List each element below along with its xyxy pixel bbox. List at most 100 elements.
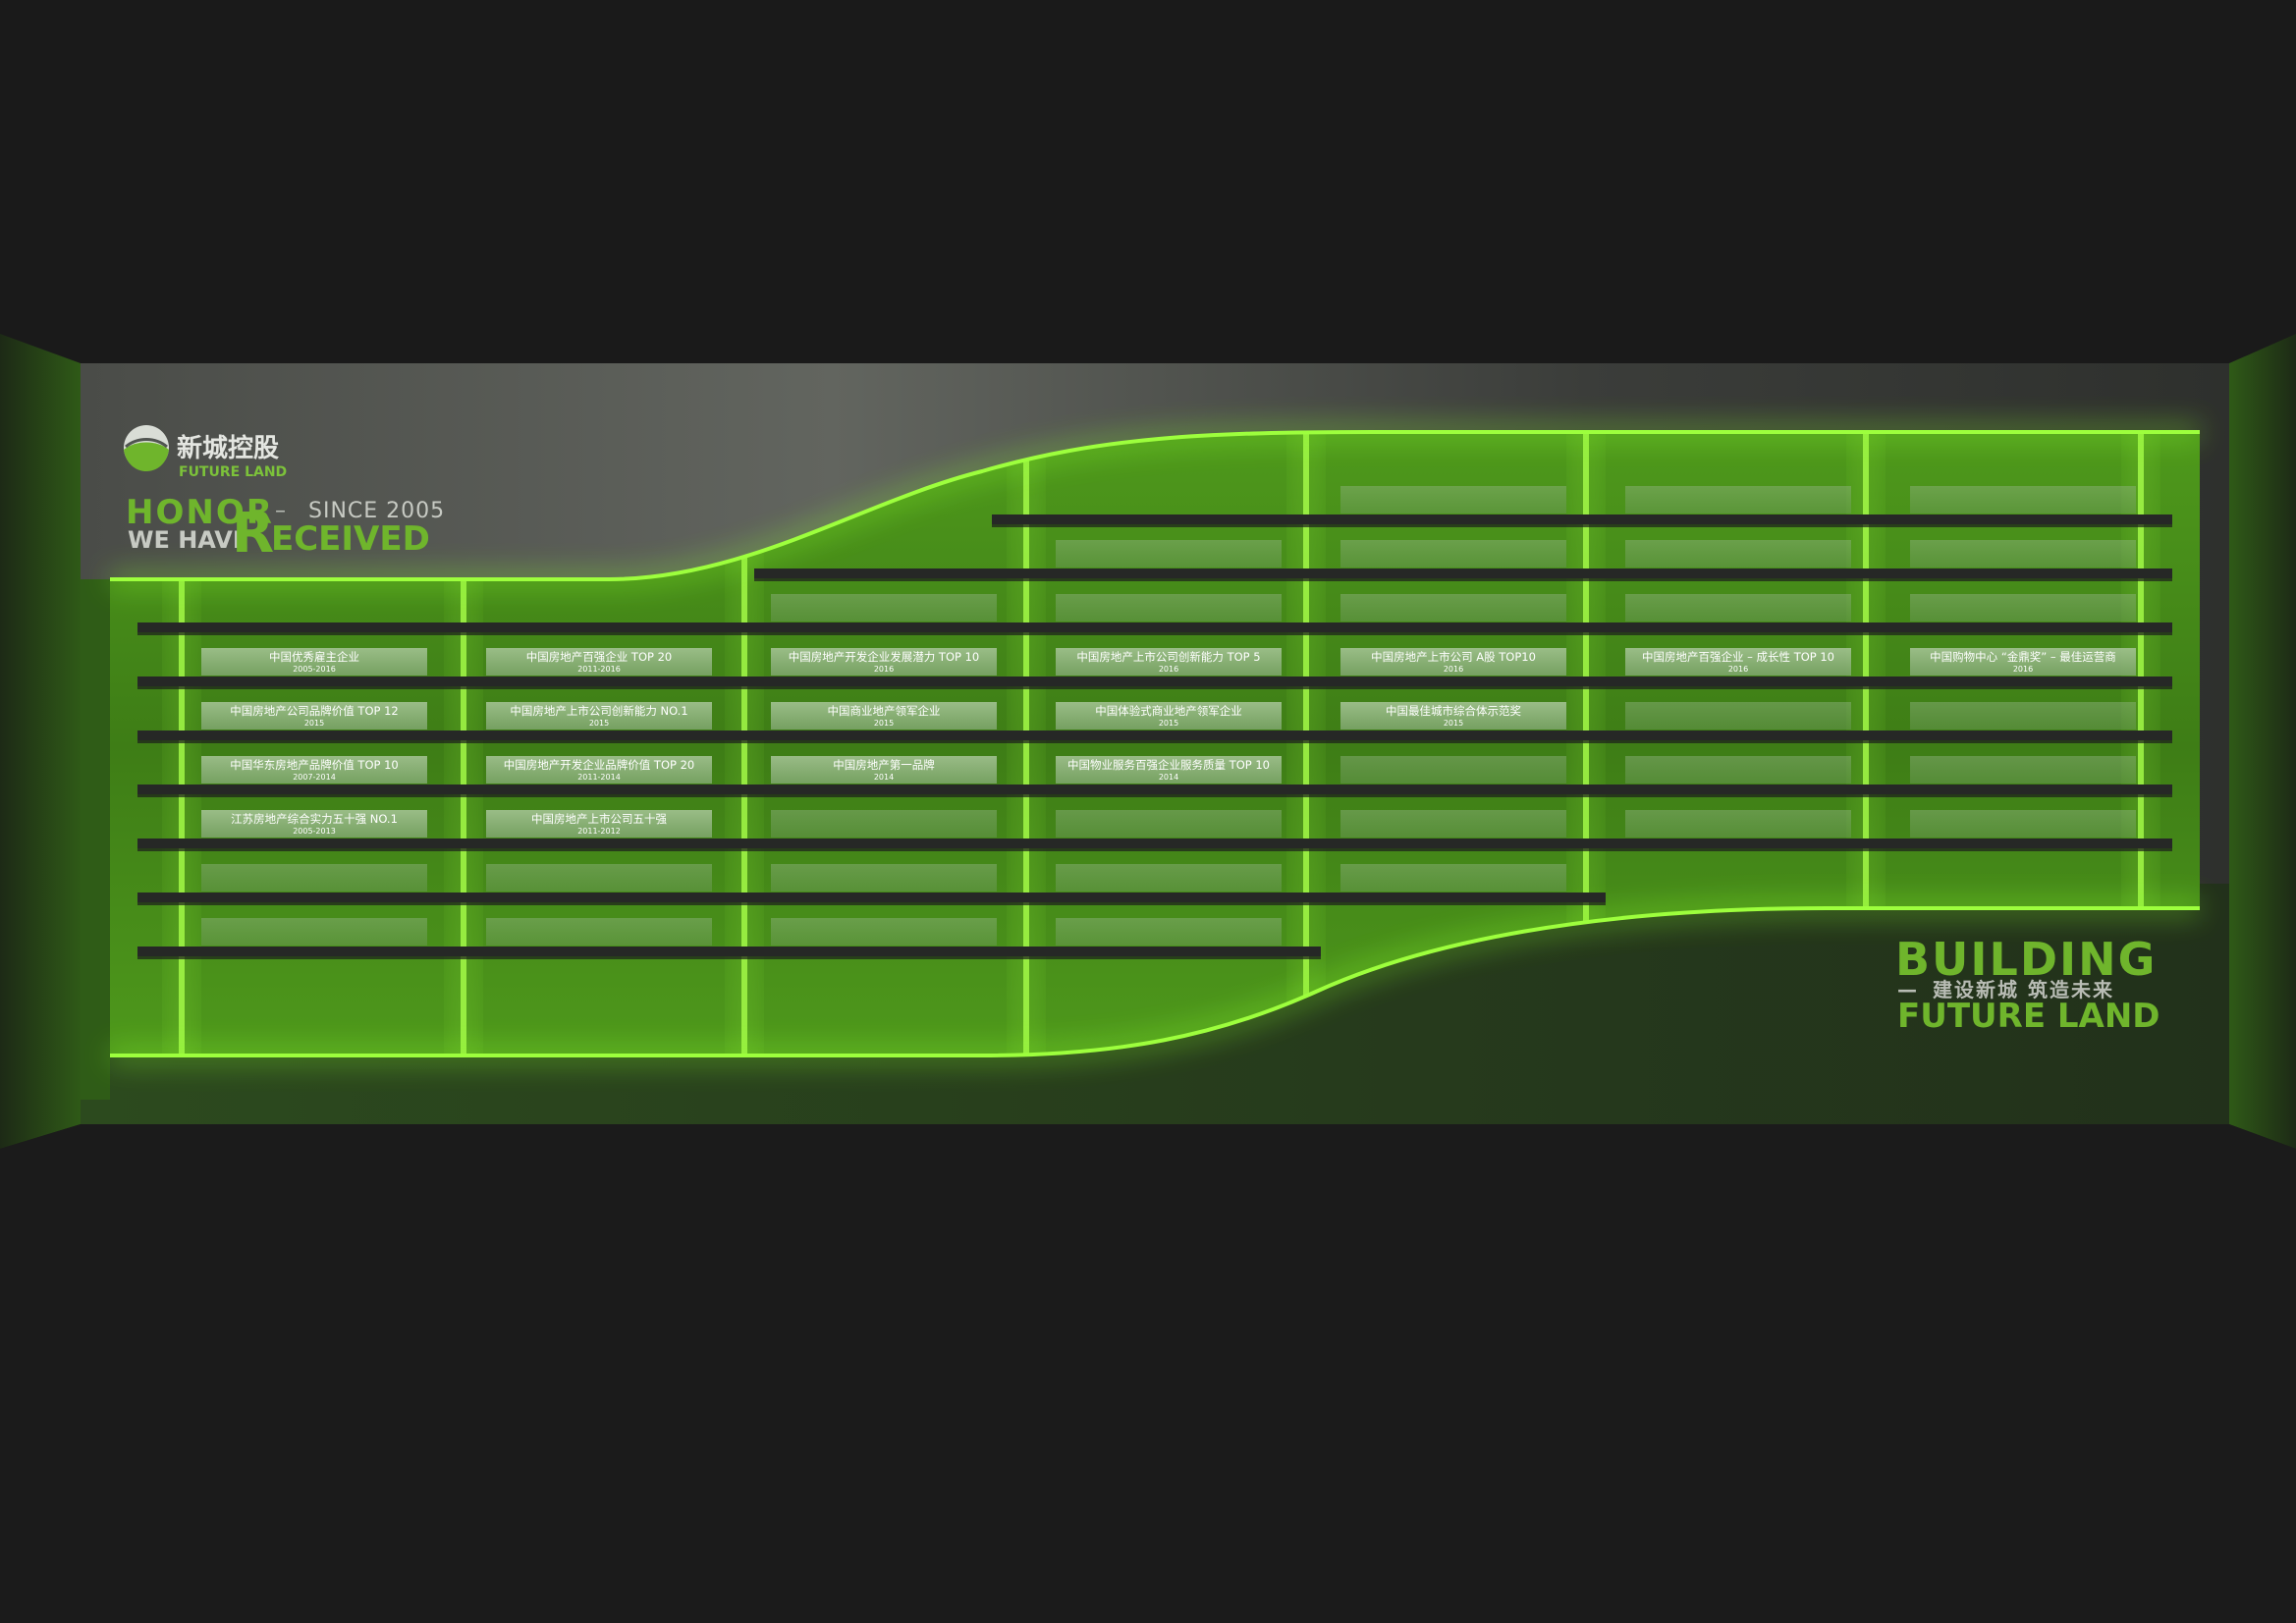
empty-plaque (1625, 756, 1851, 784)
light-pillar (461, 432, 466, 1055)
shelf-shadow (137, 956, 1321, 959)
empty-plaque (1340, 594, 1566, 622)
empty-plaque (1625, 486, 1851, 514)
shelf-shadow (137, 848, 2172, 851)
award-year: 2011-2016 (577, 665, 621, 674)
slogan-dash: — (1897, 978, 1917, 1001)
logo-wave-icon (124, 442, 169, 471)
received-initial: R (232, 502, 274, 566)
shelf-ledge (137, 947, 1321, 956)
logo-en-text: FUTURE LAND (179, 464, 287, 480)
shelf-shadow (992, 524, 2172, 527)
award-plaque (201, 756, 427, 784)
shelf-ledge (137, 893, 1606, 902)
award-year: 2016 (874, 665, 894, 674)
empty-plaque (1625, 540, 1851, 568)
award-title: 中国房地产百强企业 – 成长性 TOP 10 (1642, 650, 1834, 664)
shelf-shadow (137, 740, 2172, 743)
empty-plaque (1910, 810, 2136, 838)
award-year: 2005-2013 (293, 827, 336, 836)
empty-plaque (1340, 540, 1566, 568)
shelf-ledge (992, 514, 2172, 524)
empty-plaque (1056, 918, 1282, 946)
empty-plaque (771, 594, 997, 622)
empty-plaque (1340, 486, 1566, 514)
award-title: 中国购物中心 “金鼎奖” – 最佳运营商 (1930, 650, 2116, 664)
slogan-cn: 建设新城 筑造未来 (1933, 978, 2114, 1001)
award-plaque (771, 702, 997, 730)
award-year: 2015 (1444, 719, 1463, 728)
award-title: 中国房地产第一品牌 (833, 758, 935, 772)
award-plaque (201, 648, 427, 676)
shelves (137, 514, 2172, 959)
award-year: 2014 (874, 773, 894, 782)
empty-plaque (1910, 702, 2136, 730)
light-pillar (1583, 432, 1589, 1055)
empty-plaque (1340, 864, 1566, 892)
band-top-edge (110, 430, 2200, 581)
award-title: 中国商业地产领军企业 (828, 704, 941, 718)
award-plaque (771, 756, 997, 784)
award-plaque (201, 810, 427, 838)
empty-plaque (486, 864, 712, 892)
light-pillar (1863, 432, 1869, 1055)
award-plaque (201, 702, 427, 730)
award-year: 2011-2012 (577, 827, 621, 836)
empty-plaque (486, 918, 712, 946)
empty-plaque (1910, 756, 2136, 784)
band-bottom-edge (110, 906, 2200, 1057)
honor-word: HONOR (126, 493, 274, 532)
award-plaque (1056, 702, 1282, 730)
empty-plaque (1625, 810, 1851, 838)
award-year: 2016 (2013, 665, 2033, 674)
award-title: 中国房地产上市公司创新能力 TOP 5 (1076, 650, 1260, 664)
award-year: 2015 (1159, 719, 1178, 728)
award-year: 2014 (1159, 773, 1178, 782)
honor-dash: – (275, 499, 286, 523)
shelf-ledge (137, 839, 2172, 848)
award-title: 中国最佳城市综合体示范奖 (1386, 704, 1521, 718)
award-plaque (486, 810, 712, 838)
award-title: 江苏房地产综合实力五十强 NO.1 (231, 812, 398, 826)
award-plaque (1340, 702, 1566, 730)
award-title: 中国华东房地产品牌价值 TOP 10 (230, 758, 398, 772)
award-plaque (1625, 648, 1851, 676)
light-pillar (1303, 432, 1309, 1055)
light-pillar (2138, 432, 2144, 1055)
empty-plaque (771, 864, 997, 892)
award-title: 中国物业服务百强企业服务质量 TOP 10 (1067, 758, 1270, 772)
slogan-building: BUILDING (1895, 933, 2157, 986)
shelf-ledge (137, 730, 2172, 740)
plaque-grid (201, 486, 2136, 946)
empty-plaque (201, 918, 427, 946)
award-year: 2015 (874, 719, 894, 728)
brand-logo: 新城控股 FUTURE LAND (124, 425, 287, 480)
empty-plaque (1910, 486, 2136, 514)
award-year: 2007-2014 (293, 773, 336, 782)
light-pillar (179, 432, 185, 1055)
empty-plaque (201, 864, 427, 892)
left-side-wall (0, 334, 81, 1149)
empty-plaque (1910, 540, 2136, 568)
award-year: 2015 (304, 719, 324, 728)
empty-plaque (1625, 702, 1851, 730)
empty-plaque (771, 918, 997, 946)
award-title: 中国房地产上市公司 A股 TOP10 (1371, 650, 1536, 664)
empty-plaque (1910, 594, 2136, 622)
award-title: 中国体验式商业地产领军企业 (1095, 704, 1242, 718)
since-text: SINCE 2005 (308, 499, 445, 523)
award-plaque (1056, 648, 1282, 676)
award-title: 中国房地产公司品牌价值 TOP 12 (230, 704, 398, 718)
award-year: 2005-2016 (293, 665, 336, 674)
award-plaque (1910, 648, 2136, 676)
award-title: 中国优秀雇主企业 (269, 650, 359, 664)
shelf-ledge (754, 568, 2172, 578)
empty-plaque (1056, 810, 1282, 838)
award-year: 2016 (1444, 665, 1463, 674)
award-plaque (1056, 756, 1282, 784)
wall-left-edge (81, 579, 110, 1100)
empty-plaque (1056, 864, 1282, 892)
award-plaque (486, 648, 712, 676)
empty-plaque (1625, 594, 1851, 622)
